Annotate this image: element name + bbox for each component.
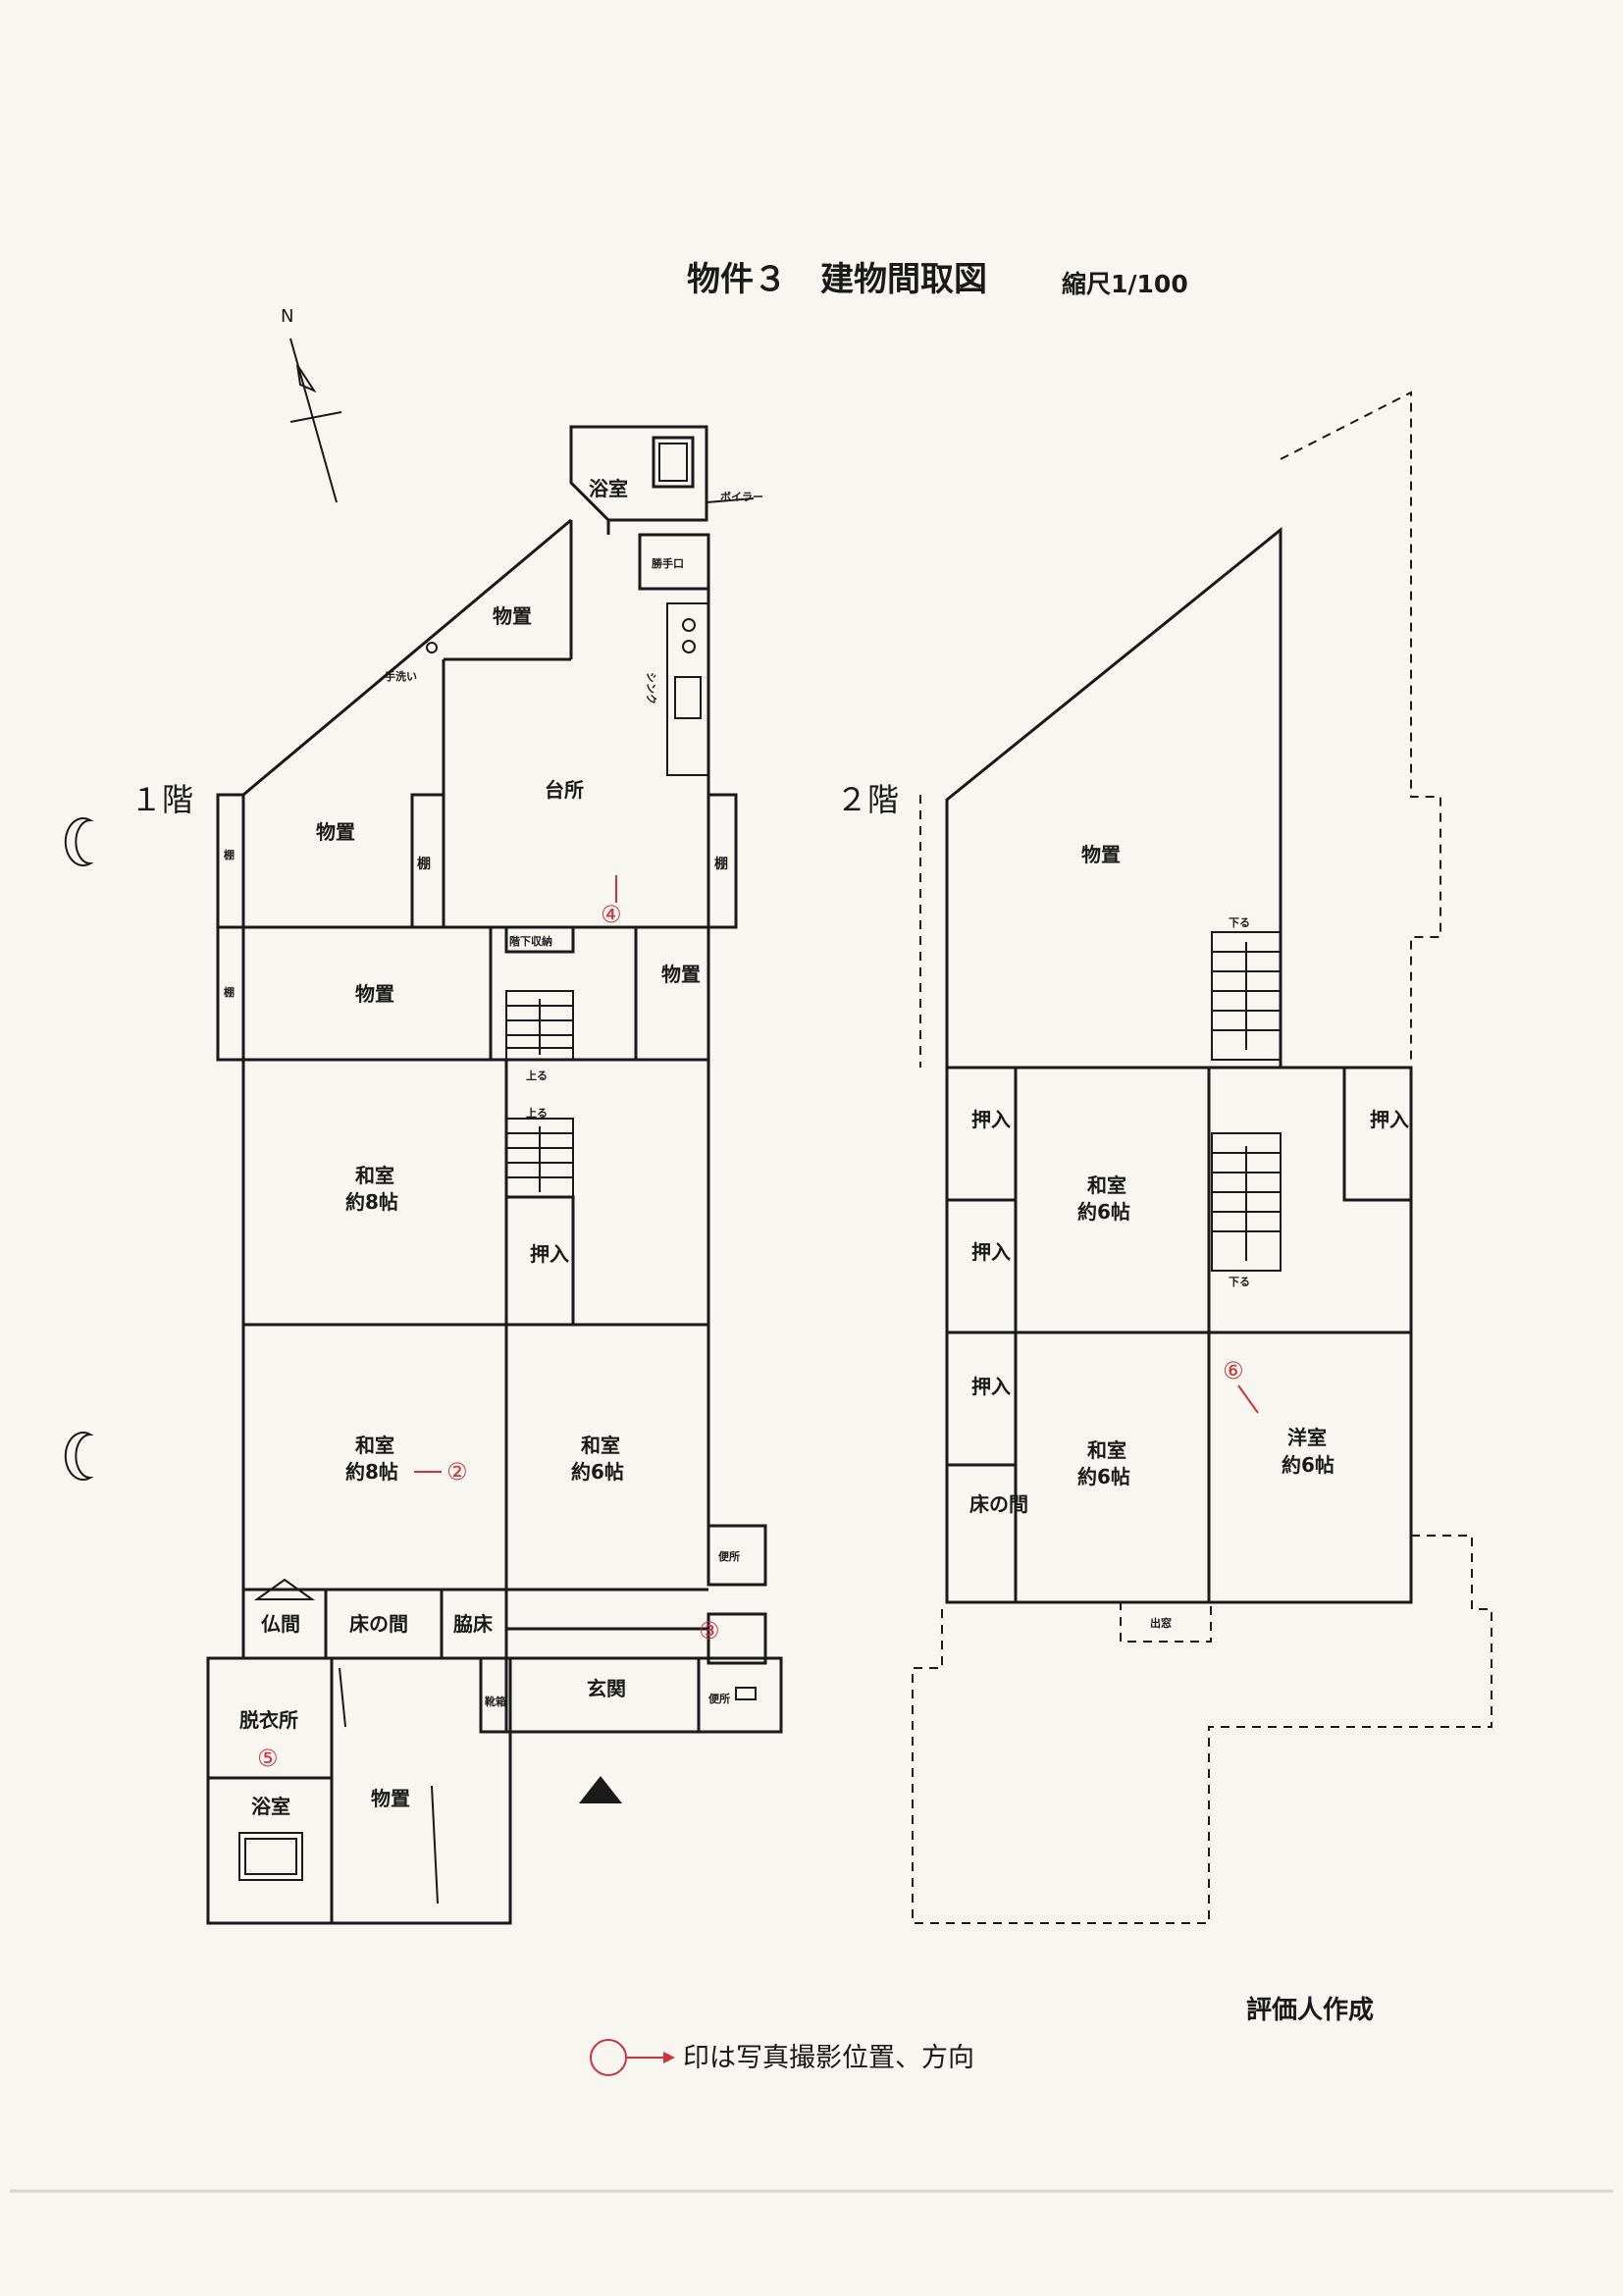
f2-down1-label: 下る [1229, 916, 1250, 929]
f1-tokonoma-label: 床の間 [349, 1612, 408, 1636]
floor1-plan: １階 [131, 425, 783, 1925]
f2-oshiire2-label: 押入 [971, 1240, 1011, 1264]
f1-shelf-left-label: 棚 [224, 848, 235, 861]
f1-sink-label: シンク [645, 672, 657, 704]
f1-wakidoko-label: 脇床 [453, 1612, 494, 1636]
f1-washitsu3-size: 約6帖 [571, 1460, 624, 1484]
north-label: N [281, 306, 293, 327]
f1-storage-right-label: 物置 [661, 963, 701, 986]
f2-tokonoma-label: 床の間 [969, 1492, 1028, 1516]
f1-oshiire-label: 押入 [530, 1242, 569, 1266]
north-arrow-icon: N [281, 306, 342, 503]
page-title: 物件３ 建物間取図 [687, 260, 987, 299]
f2-washitsu2-size: 約6帖 [1077, 1465, 1130, 1488]
f1-shelf-right-label: 棚 [714, 856, 728, 872]
f2-oshiire4-label: 押入 [971, 1375, 1011, 1398]
f1-toilet2-label: 便所 [708, 1692, 730, 1705]
f2-washitsu1-label: 和室 [1087, 1174, 1126, 1197]
f1-washitsu1-label: 和室 [355, 1164, 394, 1187]
f1-storage-left-label: 物置 [316, 820, 355, 844]
f1-kitchen-label: 台所 [545, 778, 584, 802]
f1-bath2-label: 浴室 [251, 1795, 290, 1818]
f1-backdoor-label: 勝手口 [652, 556, 684, 570]
legend-text: 印は写真撮影位置、方向 [683, 2043, 974, 2073]
floor2-label: ２階 [836, 781, 899, 818]
floor2-labels: 物置 下る 下る 押入 押入 押入 押入 和室 約6帖 和室 約6帖 洋室 約6… [969, 843, 1409, 1630]
f1-washitsu2-size: 約8帖 [345, 1460, 398, 1484]
f1-butsuma-label: 仏間 [261, 1612, 300, 1636]
floor1-label: １階 [131, 781, 193, 818]
photo-markers: ② ③ ④ ⑤ ⑥ [257, 875, 1259, 1772]
f1-storage-top-label: 物置 [493, 604, 532, 628]
binder-hole-icon [64, 817, 94, 866]
f1-up2-label: 上る [526, 1106, 548, 1120]
f1-bath-label: 浴室 [589, 477, 628, 500]
photo-marker-5: ⑤ [257, 1745, 279, 1772]
photo-marker-4: ④ [601, 901, 622, 928]
f1-up1-label: 上る [526, 1069, 548, 1082]
f1-under-stair-label: 階下収納 [509, 934, 552, 948]
f1-washitsu1-size: 約8帖 [345, 1190, 398, 1214]
photo-marker-3: ③ [699, 1617, 720, 1644]
f1-storage-mid-label: 物置 [355, 982, 394, 1006]
f1-dressing-label: 脱衣所 [239, 1708, 298, 1732]
legend: 印は写真撮影位置、方向 [590, 2039, 974, 2076]
f1-handwash-label: 手洗い [385, 669, 417, 683]
f1-toilet1-label: 便所 [718, 1549, 740, 1563]
f2-storage-label: 物置 [1081, 843, 1121, 866]
floor1-labels: 浴室 ボイラー 勝手口 物置 手洗い シンク 台所 物置 棚 棚 棚 棚 階下収… [224, 477, 763, 1818]
floor2-plan: ２階 [836, 391, 1492, 1924]
f2-washitsu2-label: 和室 [1087, 1438, 1126, 1462]
entrance-marker-icon [579, 1776, 622, 1803]
f1-washitsu2-label: 和室 [355, 1434, 394, 1457]
author-label: 評価人作成 [1246, 1995, 1374, 2025]
f1-genkan-label: 玄関 [587, 1677, 626, 1700]
f2-washitsu1-size: 約6帖 [1077, 1200, 1130, 1224]
f1-getabako-label: 靴箱 [485, 1695, 506, 1708]
f1-shelf-low-label: 棚 [224, 985, 235, 999]
f2-balcony-label: 出窓 [1150, 1616, 1172, 1630]
f1-storage-bottom-label: 物置 [371, 1787, 410, 1810]
f1-shelf-mid-label: 棚 [417, 856, 431, 872]
f1-washitsu3-label: 和室 [581, 1434, 620, 1457]
binder-hole-icon [64, 1432, 94, 1481]
photo-marker-6: ⑥ [1223, 1357, 1244, 1384]
f2-yoshitsu-label: 洋室 [1287, 1426, 1327, 1449]
f2-down2-label: 下る [1229, 1276, 1250, 1288]
f2-oshiire1-label: 押入 [971, 1108, 1011, 1131]
photo-marker-2: ② [446, 1458, 468, 1486]
scale-label: 縮尺1/100 [1062, 270, 1188, 298]
photo-marker-legend-icon [590, 2039, 627, 2076]
f1-boiler-label: ボイラー [720, 490, 763, 503]
f2-oshiire3-label: 押入 [1370, 1108, 1409, 1131]
f2-yoshitsu-size: 約6帖 [1282, 1453, 1335, 1477]
